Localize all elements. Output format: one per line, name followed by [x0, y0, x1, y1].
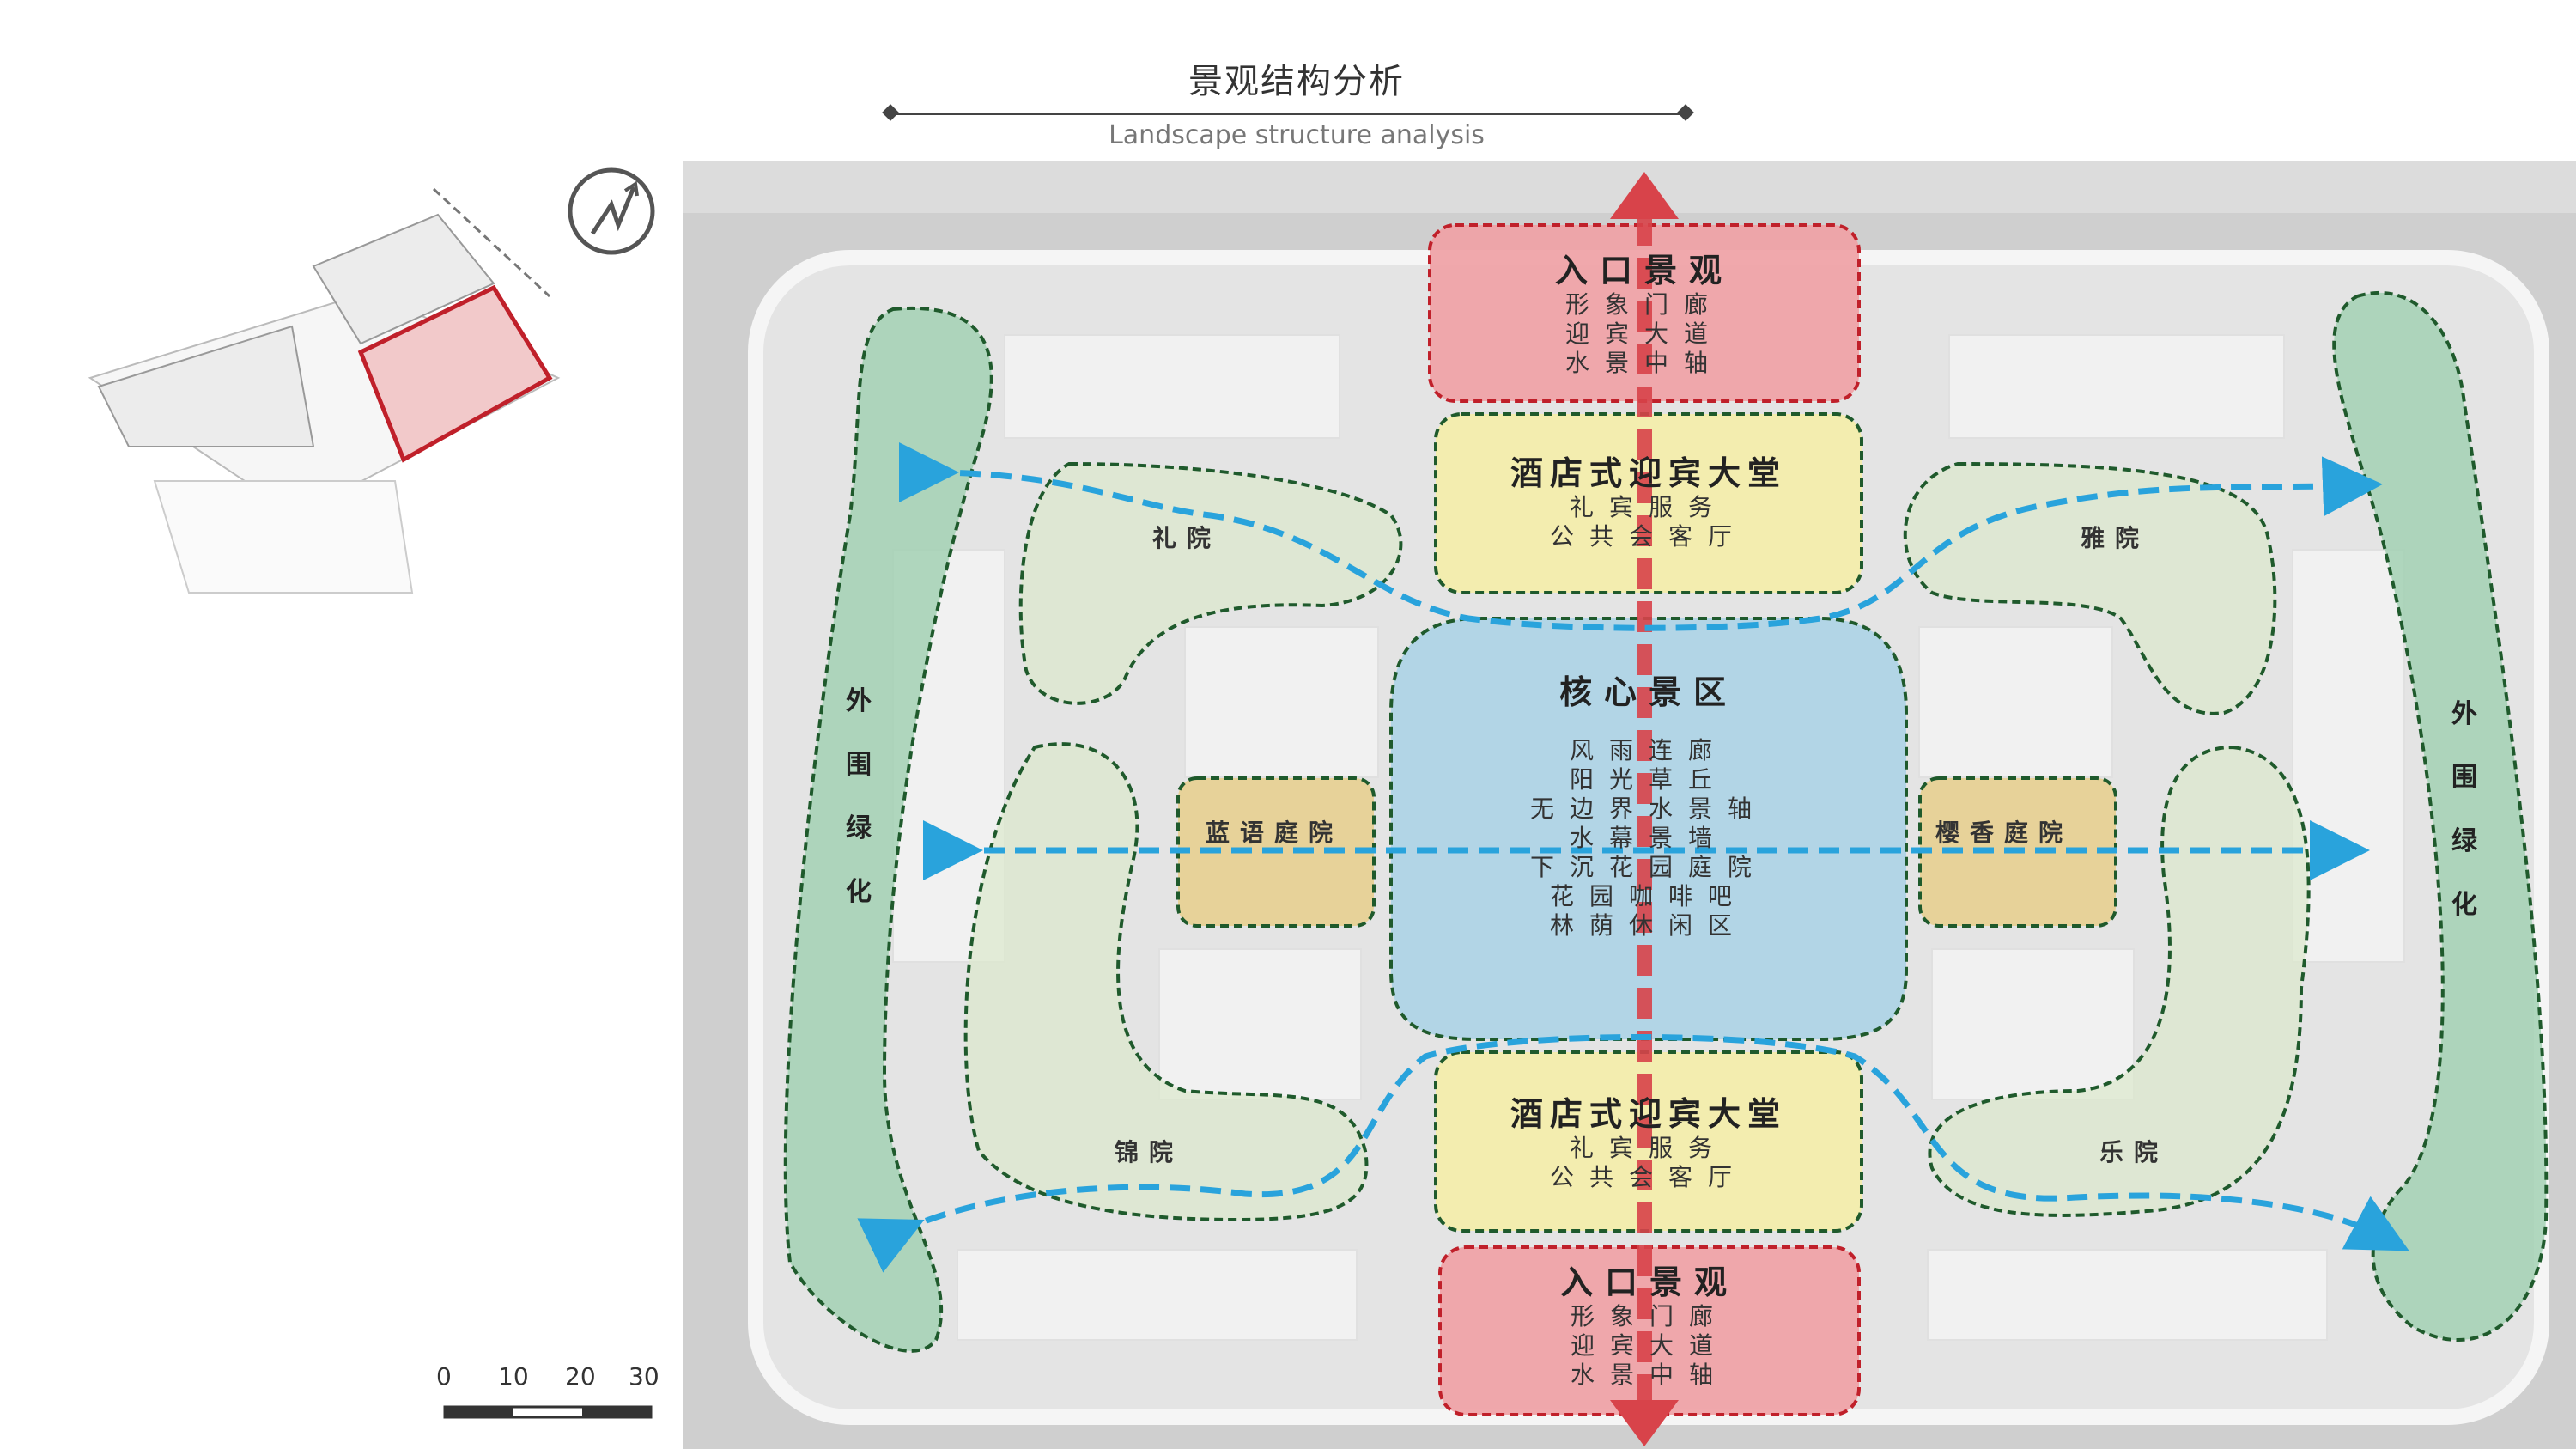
core-item: 花园咖啡吧	[1549, 882, 1747, 910]
entrance-bottom-title: 入口景观	[1559, 1263, 1739, 1301]
lobby-bottom-item: 公共会客厅	[1549, 1163, 1747, 1191]
yard-ya-label: 雅院	[2081, 524, 2150, 552]
core-item: 无边界水景轴	[1529, 795, 1767, 823]
core-title: 核心景区	[1558, 673, 1738, 711]
scale-tick: 30	[629, 1362, 659, 1391]
outer-green-left	[783, 306, 993, 1353]
outer-green-right	[2332, 290, 2549, 1342]
entrance-top-label: 入口景观 形象门廊 迎宾大道 水景中轴	[1430, 251, 1859, 378]
core-item: 风雨连廊	[1569, 736, 1728, 764]
yard-li-label: 礼院	[1152, 524, 1222, 552]
scale-tick: 0	[436, 1362, 452, 1391]
entrance-bottom-label: 入口景观 形象门廊 迎宾大道 水景中轴	[1440, 1263, 1859, 1390]
outer-green-right-label: 外 围 绿 化	[2451, 699, 2477, 920]
core-item: 阳光草丘	[1569, 765, 1728, 794]
core-area-label: 核心景区 风雨连廊 阳光草丘 无边界水景轴 水幕景墙 下沉花园庭院 花园咖啡吧 …	[1391, 673, 1906, 941]
page-title: 景观结构分析	[1188, 62, 1405, 101]
outer-green-left-label: 外 围 绿 化	[846, 686, 872, 907]
lobby-top-title: 酒店式迎宾大堂	[1510, 454, 1787, 492]
lobby-top-item: 礼宾服务	[1569, 493, 1728, 521]
core-item: 水幕景墙	[1569, 824, 1728, 852]
scale-tick: 10	[498, 1362, 529, 1391]
lobby-bottom-title: 酒店式迎宾大堂	[1510, 1095, 1787, 1133]
yard-ya	[1903, 461, 2277, 715]
core-item: 下沉花园庭院	[1529, 853, 1767, 881]
lobby-bottom-label: 酒店式迎宾大堂 礼宾服务 公共会客厅	[1436, 1094, 1862, 1192]
secondary-axes	[857, 441, 2409, 1273]
entrance-top-item: 迎宾大道	[1564, 320, 1723, 348]
north-arrow-icon	[568, 167, 655, 255]
yard-jin-label: 锦院	[1115, 1138, 1184, 1166]
entrance-top-title: 入口景观	[1554, 252, 1734, 289]
entrance-bottom-item: 迎宾大道	[1570, 1331, 1728, 1360]
scale-tick: 20	[565, 1362, 596, 1391]
key-map-highlight	[357, 284, 553, 463]
entrance-bottom-item: 水景中轴	[1570, 1361, 1728, 1389]
yard-le-label: 乐院	[2099, 1138, 2169, 1166]
lobby-bottom-item: 礼宾服务	[1569, 1134, 1728, 1162]
courtyard-left-label: 蓝语庭院	[1206, 819, 1344, 847]
scale-bar	[443, 1405, 653, 1419]
lobby-top-label: 酒店式迎宾大堂 礼宾服务 公共会客厅	[1436, 454, 1862, 551]
courtyard-right-label: 樱香庭院	[1935, 819, 2074, 847]
title-divider	[889, 113, 1687, 115]
lobby-top-item: 公共会客厅	[1549, 522, 1747, 551]
entrance-bottom-item: 形象门廊	[1570, 1302, 1728, 1330]
page-subtitle: Landscape structure analysis	[1109, 120, 1485, 150]
core-item: 林荫休闲区	[1549, 911, 1747, 940]
entrance-top-item: 形象门廊	[1564, 290, 1723, 319]
key-map	[88, 187, 561, 594]
buildings	[892, 334, 2405, 1341]
entrance-top-item: 水景中轴	[1564, 349, 1723, 377]
